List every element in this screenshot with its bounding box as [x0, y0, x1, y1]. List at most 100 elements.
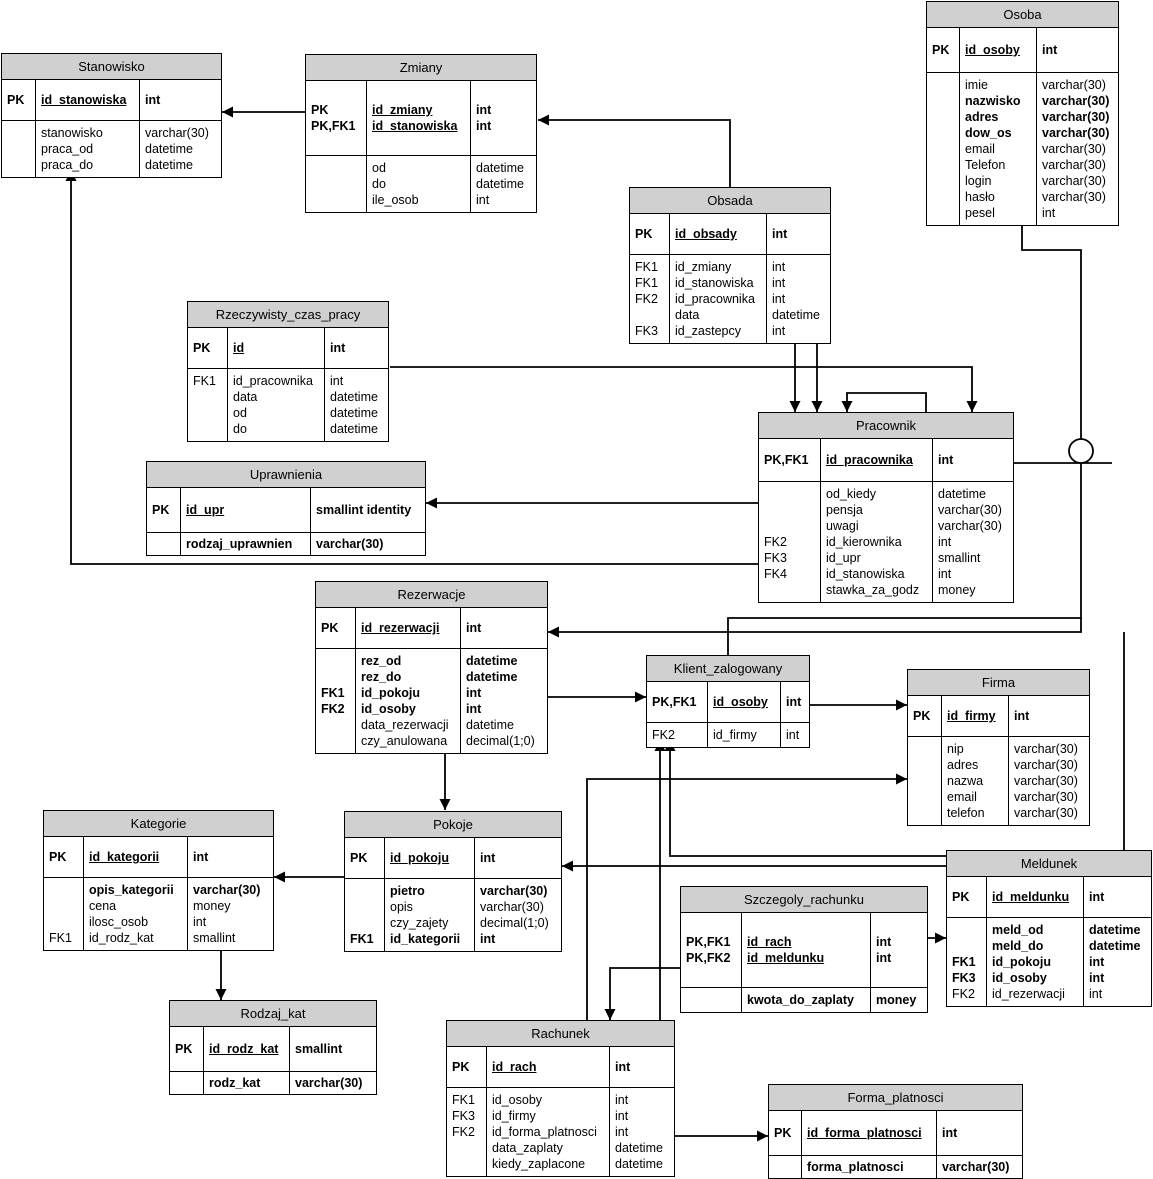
attribute-cell: int — [772, 324, 786, 338]
name-column: id_pokoju — [384, 838, 474, 878]
type-column: int — [1036, 28, 1118, 72]
primary-key-cell: PK — [193, 341, 211, 355]
primary-key-section: PK id int — [188, 328, 388, 369]
type-column: int — [324, 328, 388, 368]
attribute-cell: int — [193, 915, 207, 929]
key-column — [2, 121, 35, 177]
attribute-cell: datetime — [330, 422, 378, 436]
rel-rzeczywisty-pracownik — [390, 366, 978, 412]
type-column: smallint identity — [310, 488, 425, 532]
attribute-cell: meld_do — [992, 939, 1044, 953]
type-column: varchar(30)varchar(30)varchar(30)varchar… — [1036, 73, 1118, 225]
rel-obsada-zmiany — [538, 114, 731, 187]
attribute-cell — [7, 125, 35, 141]
attribute-cell: FK1 — [49, 931, 72, 945]
attribute-cell: varchar(30) — [145, 126, 209, 140]
primary-key-cell: id — [233, 341, 245, 355]
type-column: money — [870, 988, 927, 1012]
subtype-circle — [1068, 438, 1094, 464]
entity-title: Meldunek — [947, 851, 1151, 877]
attribute-cell: datetime — [476, 161, 524, 175]
type-column: varchar(30)varchar(30)varchar(30)varchar… — [1008, 737, 1089, 825]
attribute-cell: do — [233, 422, 247, 436]
attribute-cell: varchar(30) — [295, 1076, 363, 1090]
attribute-cell: money — [193, 899, 231, 913]
name-column: id_upr — [180, 488, 310, 532]
attribute-cell: int — [466, 686, 482, 700]
type-column: varchar(30) — [310, 533, 425, 555]
key-column: PK — [927, 28, 959, 72]
attribute-cell — [913, 805, 941, 821]
attribute-cell: cena — [89, 899, 117, 913]
name-column: id — [227, 328, 324, 368]
attribute-cell — [193, 389, 227, 405]
rel-rachunek-firma — [586, 773, 907, 1020]
attribute-cell: varchar(30) — [1014, 758, 1078, 772]
attribute-cell — [7, 141, 35, 157]
attribute-cell — [350, 915, 384, 931]
attribute-cell — [764, 582, 820, 598]
name-column: id_forma_platnosci — [801, 1111, 936, 1155]
attribute-cell — [932, 205, 959, 221]
attribute-cell: opis_kategorii — [89, 883, 174, 897]
name-column: id_meldunku — [986, 877, 1083, 917]
entity-title: Osoba — [927, 2, 1118, 28]
attribute-cell: datetime — [1089, 923, 1141, 937]
attribute-cell: varchar(30) — [1042, 126, 1110, 140]
attribute-cell: int — [772, 276, 786, 290]
entity-title: Rezerwacje — [316, 582, 547, 608]
attribute-cell: FK1 — [350, 932, 374, 946]
type-column: int — [139, 80, 221, 120]
primary-key-cell: id_pracownika — [826, 453, 913, 467]
rel-klient-rezerwacje — [548, 618, 1082, 638]
attribute-cell: id_firmy — [492, 1109, 536, 1123]
attribute-cell: int — [1042, 206, 1056, 220]
primary-key-cell: int — [615, 1060, 631, 1074]
attribute-cell — [932, 109, 959, 125]
attribute-cell: int — [938, 535, 952, 549]
attribute-cell: varchar(30) — [938, 519, 1002, 533]
primary-key-cell: int — [193, 850, 209, 864]
type-column: int — [932, 439, 1013, 481]
attribute-cell: imie — [965, 78, 988, 92]
attribute-cell: decimal(1;0) — [480, 916, 549, 930]
attribute-cell: int — [615, 1093, 629, 1107]
key-column: PK — [44, 837, 83, 877]
rel-pracownik-self — [841, 392, 927, 412]
type-column: int — [460, 608, 547, 648]
primary-key-cell: id_meldunku — [992, 890, 1070, 904]
primary-key-cell: PK,FK2 — [686, 951, 731, 965]
rel-szczegoly-rachunek — [604, 967, 680, 1020]
